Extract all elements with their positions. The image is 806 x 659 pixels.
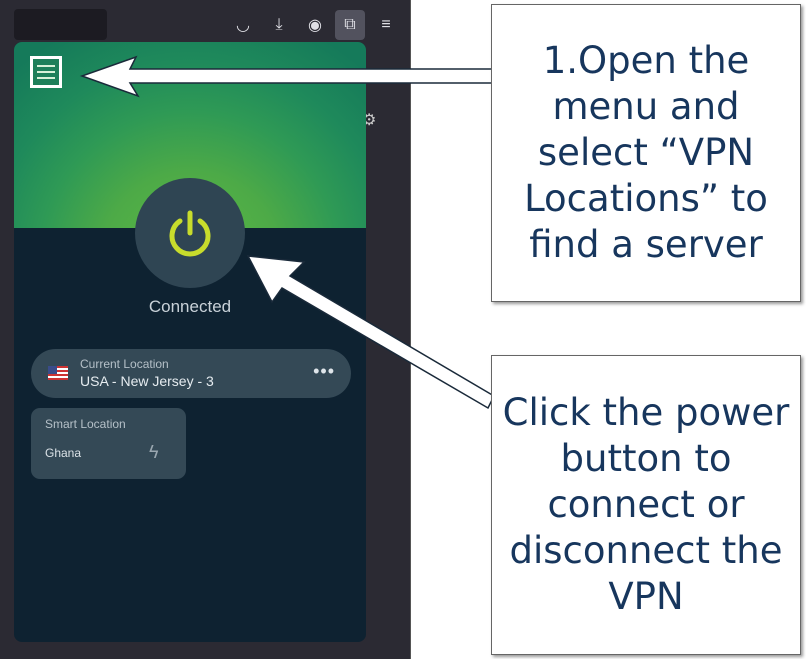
current-location-card[interactable]: Current Location USA - New Jersey - 3 ••… — [31, 349, 351, 398]
menu-icon[interactable]: ≡ — [381, 16, 391, 33]
extensions-icon[interactable]: ⧉ — [335, 10, 365, 40]
more-options-button[interactable]: ••• — [313, 361, 335, 381]
arrow-to-menu — [79, 55, 493, 98]
browser-window: ◡ ⤓ ◉ ⧉ ≡ ⚙ Connected Current Location U… — [0, 0, 411, 659]
arrow-to-power — [246, 255, 495, 410]
current-location-label: Current Location — [80, 357, 169, 371]
smart-location-label: Smart Location — [45, 417, 126, 431]
smart-location-value: Ghana — [45, 446, 82, 460]
callout-open-menu: 1.Open the menu and select “VPN Location… — [491, 4, 801, 302]
power-button[interactable] — [135, 178, 245, 288]
smart-location-card[interactable]: Smart Location Ghana ϟ — [31, 408, 186, 479]
vpn-popup: Connected Current Location USA - New Jer… — [14, 42, 366, 642]
current-location-value: USA - New Jersey - 3 — [80, 373, 214, 389]
callout-power-button: Click the power button to connect or dis… — [491, 355, 801, 655]
hamburger-menu-button[interactable] — [30, 56, 62, 88]
download-icon[interactable]: ⤓ — [275, 16, 283, 33]
pocket-icon[interactable]: ◡ — [236, 17, 250, 34]
usa-flag-icon — [48, 366, 68, 380]
url-bar[interactable] — [14, 9, 107, 40]
power-icon — [169, 210, 211, 257]
lightning-icon[interactable]: ϟ — [149, 442, 159, 462]
connection-status: Connected — [148, 297, 232, 316]
account-icon[interactable]: ◉ — [308, 17, 322, 34]
